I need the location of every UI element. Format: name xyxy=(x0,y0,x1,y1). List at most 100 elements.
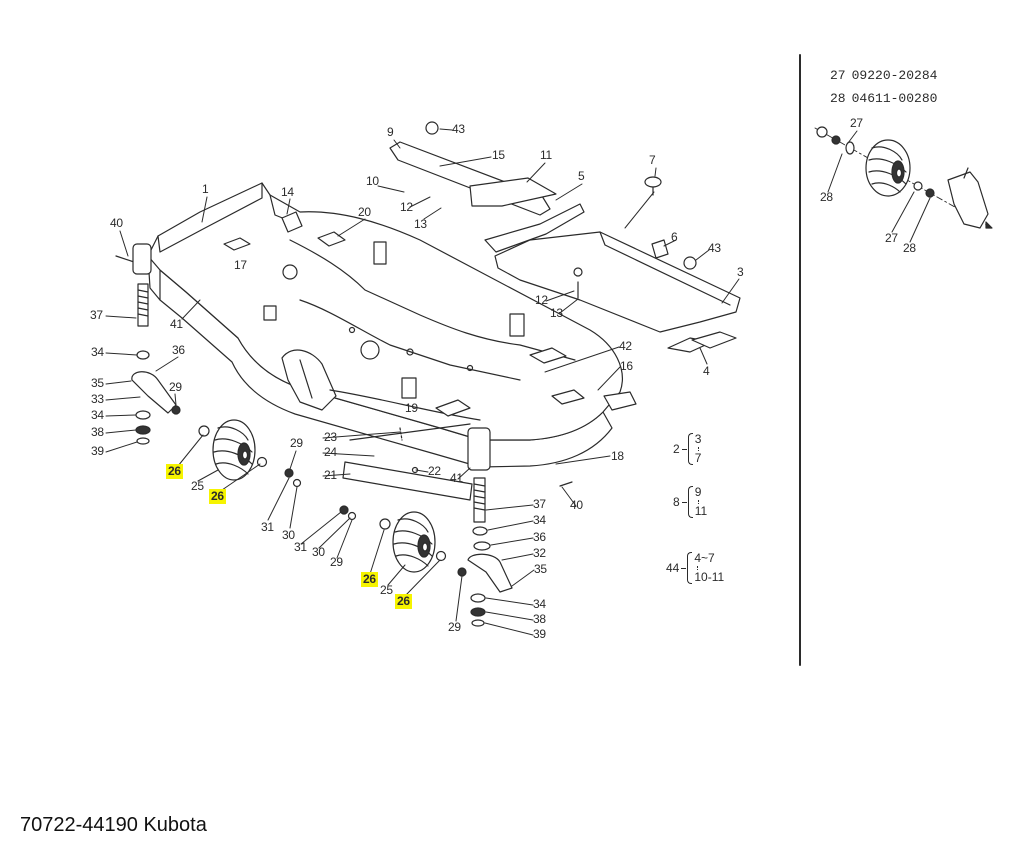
left-gauge-wheel xyxy=(198,419,302,488)
callout-20: 20 xyxy=(358,205,371,219)
callout-43: 43 xyxy=(708,241,721,255)
belt-covers xyxy=(281,121,741,353)
callout-16: 16 xyxy=(620,359,633,373)
range-dots xyxy=(697,566,699,570)
callout-6: 6 xyxy=(671,230,678,244)
callout-9: 9 xyxy=(387,125,394,139)
group-parent: 2 xyxy=(673,442,680,456)
inset-part-number-list: 27 09220-20284 28 04611-00280 xyxy=(830,64,943,110)
callout-38: 38 xyxy=(533,612,546,626)
callout-40: 40 xyxy=(570,498,583,512)
part-number: 09220-20284 xyxy=(851,68,938,83)
callout-39: 39 xyxy=(533,627,546,641)
callout-13: 13 xyxy=(414,217,427,231)
callout-26-highlighted: 26 xyxy=(395,594,412,609)
callout-39: 39 xyxy=(91,444,104,458)
callout-25: 25 xyxy=(191,479,204,493)
callout-5: 5 xyxy=(578,169,585,183)
callout-32: 32 xyxy=(533,546,546,560)
range-dots xyxy=(697,500,699,504)
inset-callout-27: 27 xyxy=(850,116,863,130)
brace-glyph xyxy=(687,552,693,584)
callout-21: 21 xyxy=(324,468,337,482)
callout-31: 31 xyxy=(261,520,274,534)
callout-29: 29 xyxy=(290,436,303,450)
gauge-wheel-bracket xyxy=(342,461,573,501)
callout-26-highlighted: 26 xyxy=(361,572,378,587)
part-ref: 28 xyxy=(830,91,846,106)
callout-37: 37 xyxy=(90,308,103,322)
callout-26-highlighted: 26 xyxy=(209,489,226,504)
callout-29: 29 xyxy=(448,620,461,634)
callout-31: 31 xyxy=(294,540,307,554)
part-row: 28 04611-00280 xyxy=(830,87,943,110)
group-child: 4~7 xyxy=(694,551,715,565)
callout-17: 17 xyxy=(234,258,247,272)
part-ref: 27 xyxy=(830,68,846,83)
brace-glyph xyxy=(687,486,693,518)
group-legend-2: 2 3 7 xyxy=(673,432,701,466)
group-child: 11 xyxy=(694,504,708,518)
callout-25: 25 xyxy=(380,583,393,597)
group-legend-44: 44 4~7 10-11 xyxy=(666,551,724,585)
callout-12: 12 xyxy=(535,293,548,307)
group-legend-8: 8 9 11 xyxy=(673,485,707,519)
callout-34: 34 xyxy=(91,408,104,422)
part-number: 04611-00280 xyxy=(851,91,938,106)
callout-29: 29 xyxy=(169,380,182,394)
left-caster-assembly xyxy=(115,243,181,445)
callout-15: 15 xyxy=(492,148,505,162)
callout-19: 19 xyxy=(405,401,418,415)
callout-24: 24 xyxy=(324,445,337,459)
callout-29: 29 xyxy=(330,555,343,569)
callout-38: 38 xyxy=(91,425,104,439)
callout-11: 11 xyxy=(540,148,552,162)
callout-22: 22 xyxy=(428,464,441,478)
group-child: 3 xyxy=(694,432,702,446)
callout-34: 34 xyxy=(91,345,104,359)
callout-13: 13 xyxy=(550,306,563,320)
callout-30: 30 xyxy=(282,528,295,542)
group-child: 10-11 xyxy=(694,570,725,584)
dash-glyph xyxy=(681,448,687,450)
callout-36: 36 xyxy=(533,530,546,544)
right-gauge-wheel xyxy=(339,505,447,573)
group-child: 7 xyxy=(694,451,702,465)
callout-35: 35 xyxy=(91,376,104,390)
callout-37: 37 xyxy=(533,497,546,511)
callout-41: 41 xyxy=(170,317,183,331)
inset-callout-27: 27 xyxy=(885,231,898,245)
callout-33: 33 xyxy=(91,392,104,406)
group-children: 3 7 xyxy=(695,432,702,466)
callout-30: 30 xyxy=(312,545,325,559)
dash-glyph xyxy=(681,567,687,569)
part-row: 27 09220-20284 xyxy=(830,64,943,87)
callout-34: 34 xyxy=(533,597,546,611)
inset-callout-28: 28 xyxy=(820,190,833,204)
dash-glyph xyxy=(681,501,687,503)
part-caption: 70722-44190 Kubota xyxy=(20,814,207,836)
inset-callout-28: 28 xyxy=(903,241,916,255)
callout-7: 7 xyxy=(649,153,656,167)
group-parent: 8 xyxy=(673,495,680,509)
leader-lines xyxy=(105,128,740,636)
callout-26-highlighted: 26 xyxy=(166,464,183,479)
group-children: 4~7 10-11 xyxy=(694,551,724,585)
group-children: 9 11 xyxy=(695,485,707,519)
callout-23: 23 xyxy=(324,430,337,444)
callout-34: 34 xyxy=(533,513,546,527)
callout-1: 1 xyxy=(202,182,209,196)
callout-18: 18 xyxy=(611,449,624,463)
callout-10: 10 xyxy=(366,174,379,188)
callout-14: 14 xyxy=(281,185,294,199)
callout-12: 12 xyxy=(400,200,413,214)
callout-42: 42 xyxy=(619,339,632,353)
callout-40: 40 xyxy=(110,216,123,230)
callout-3: 3 xyxy=(737,265,744,279)
group-parent: 44 xyxy=(666,561,680,575)
callout-41: 41 xyxy=(450,471,463,485)
group-child: 9 xyxy=(694,485,702,499)
brace-glyph xyxy=(687,433,693,465)
